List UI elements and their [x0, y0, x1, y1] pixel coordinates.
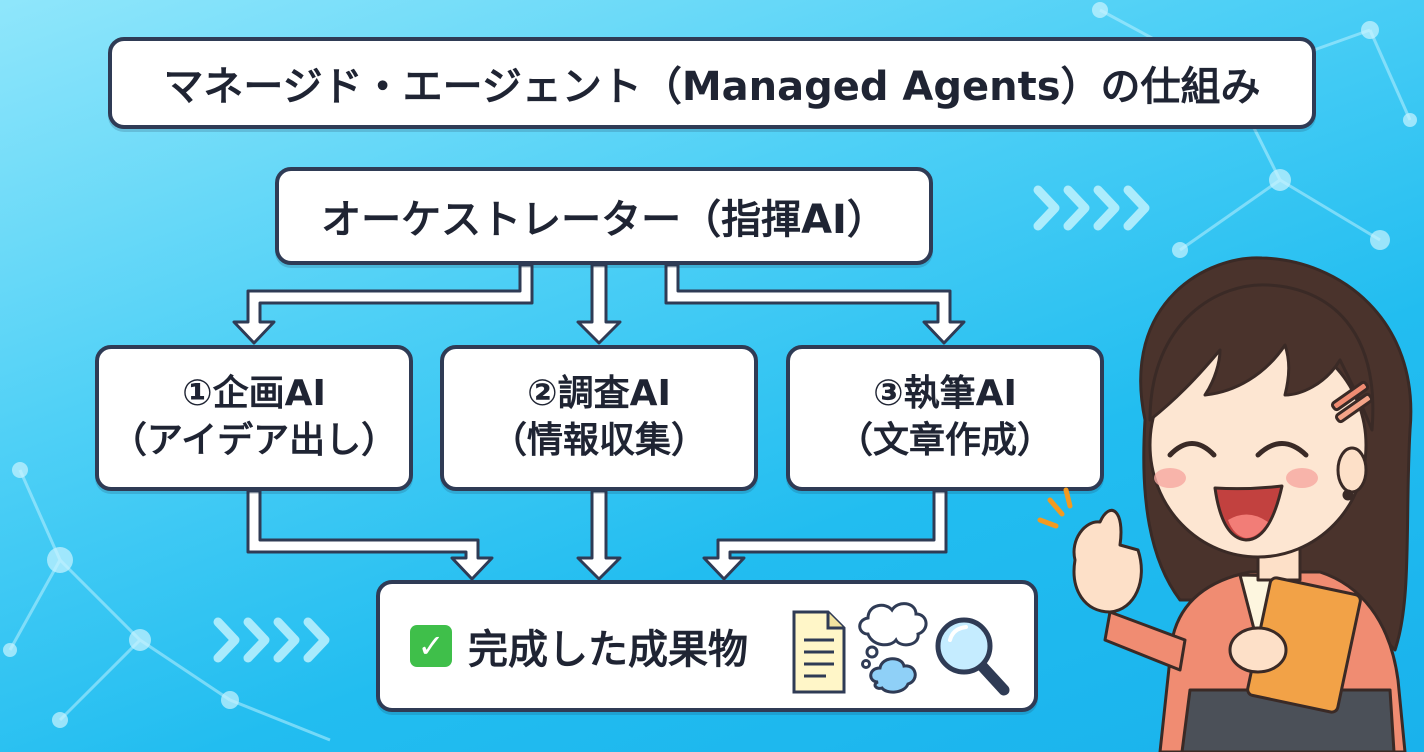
- result-icons: [792, 602, 1010, 696]
- arrow-orchestrator-to-agent-3: [664, 263, 966, 345]
- document-icon: [792, 610, 846, 694]
- arrow-orchestrator-to-agent-2: [576, 263, 622, 345]
- orchestrator-label: オーケストレーター（指揮AI）: [321, 197, 887, 243]
- agent-name: ②調査AI: [527, 373, 671, 415]
- agent-role: （アイデア出し）: [110, 420, 398, 461]
- agent-box-planning: ①企画AI （アイデア出し）: [95, 345, 413, 491]
- hair-bangs: [1148, 283, 1375, 432]
- agent-role: （情報収集）: [490, 420, 707, 461]
- agent-box-writing: ③執筆AI （文章作成）: [786, 345, 1104, 491]
- agent-box-research: ②調査AI （情報収集）: [440, 345, 758, 491]
- result-box: ✓ 完成した成果物: [376, 580, 1038, 712]
- arrow-agent-1-to-result: [246, 489, 494, 581]
- diagram-title: マネージド・エージェント（Managed Agents）の仕組み: [108, 37, 1316, 129]
- title-text: マネージド・エージェント（Managed Agents）の仕組み: [163, 64, 1261, 110]
- thought-bubble-icon: [858, 602, 928, 694]
- left-eye: [1167, 441, 1217, 458]
- agent-role: （文章作成）: [836, 420, 1053, 461]
- magnifier-icon: [935, 617, 1010, 696]
- thumbs-up-hand: [1072, 508, 1143, 614]
- agent-name: ③執筆AI: [873, 373, 1017, 415]
- arrow-agent-2-to-result: [576, 489, 622, 581]
- orchestrator-box: オーケストレーター（指揮AI）: [275, 167, 933, 265]
- right-eye: [1255, 441, 1309, 458]
- arrow-orchestrator-to-agent-1: [232, 263, 534, 345]
- check-icon: ✓: [410, 625, 452, 667]
- arrow-agent-3-to-result: [702, 489, 948, 581]
- result-label: 完成した成果物: [468, 627, 748, 673]
- agent-name: ①企画AI: [182, 373, 326, 415]
